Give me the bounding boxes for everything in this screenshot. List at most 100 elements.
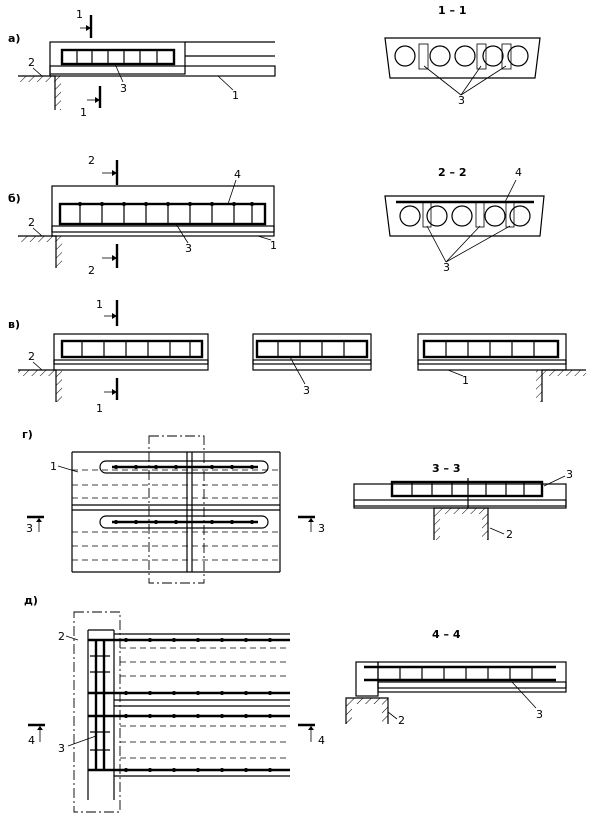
rebar-dot: [124, 768, 128, 772]
rebar-dot: [244, 638, 248, 642]
wall-hatch-v4: [536, 370, 542, 402]
cut-1-bottom-label: 1: [80, 106, 87, 119]
slab-3-3: [353, 499, 567, 509]
rebar-dot: [172, 714, 176, 718]
rebar-dot: [220, 714, 224, 718]
leader: [114, 63, 124, 83]
panel-d-letter: д): [24, 594, 38, 607]
rebar-dot: [144, 202, 148, 206]
bar-dots-g: [114, 465, 254, 524]
leader: [227, 179, 237, 205]
rebar-cage-v-mid: [255, 339, 369, 359]
rebar-dot: [210, 202, 214, 206]
panel-g: г): [22, 428, 325, 584]
topping-3-3: [353, 483, 567, 507]
wall-hatch-3-3c: [482, 514, 488, 540]
wall-hatch-3-3b: [434, 514, 440, 540]
rebar-dot: [188, 202, 192, 206]
panel-v-letter: в): [8, 318, 20, 331]
rebar-dot: [122, 202, 126, 206]
label-slab-b: 1: [270, 239, 277, 252]
void: [507, 45, 529, 67]
rebar-dot: [220, 638, 224, 642]
cut-1v-bottom-label: 1: [96, 402, 103, 415]
section-4-4: 4 – 4 2 3: [345, 628, 567, 727]
leader: [460, 65, 482, 96]
topping-v-mid: [252, 333, 372, 365]
leader: [460, 65, 507, 96]
void: [509, 205, 531, 227]
label-slab-v: 1: [462, 374, 469, 387]
rebar-dot: [268, 691, 272, 695]
wall-hatch-b2: [56, 236, 62, 268]
hollow-slab-1-1: [384, 37, 541, 79]
rebar-dot: [230, 465, 234, 469]
label-wall-v: 2: [28, 350, 35, 363]
rebar-dot: [174, 520, 178, 524]
rebar-dot: [154, 520, 158, 524]
rebar-dot: [154, 465, 158, 469]
rebar-cage-v-left: [60, 339, 204, 359]
rebar-dot: [244, 768, 248, 772]
topping-a: [49, 41, 186, 75]
loop-bar-top: [99, 460, 269, 474]
leader: [489, 527, 505, 535]
rebar-dot: [124, 691, 128, 695]
wall-hatch-b: [18, 236, 56, 242]
leader: [445, 225, 511, 263]
slab-v-left: [53, 359, 209, 371]
rebar-dot: [100, 202, 104, 206]
rebar-dot: [172, 638, 176, 642]
topping-v-left: [53, 333, 209, 365]
rebar-dot: [250, 520, 254, 524]
leader: [289, 356, 306, 385]
panel-v: в) 1 2 1 3: [8, 298, 586, 415]
panel-a-letter: а): [8, 32, 20, 45]
rebar-dot: [268, 714, 272, 718]
leader: [423, 65, 462, 96]
grout-channel: [476, 43, 487, 70]
rebar-dot: [196, 691, 200, 695]
label-top-b: 4: [234, 168, 241, 181]
section-2-2-title: 2 – 2: [438, 166, 466, 179]
rebar-dot: [232, 202, 236, 206]
cut-2-top-arrowhead: [112, 170, 117, 176]
cut-3-right-label: 3: [318, 522, 325, 535]
void: [451, 205, 473, 227]
void: [482, 45, 504, 67]
leader: [32, 227, 43, 237]
section-3-3-title: 3 – 3: [432, 462, 460, 475]
slab-v-mid: [252, 359, 372, 371]
leader: [445, 225, 481, 263]
rebar-dot: [148, 768, 152, 772]
rebar-dot: [148, 714, 152, 718]
wall-hatch-3-3: [434, 508, 488, 514]
rebar-dot: [268, 768, 272, 772]
hollow-slab-2-2: [384, 195, 545, 237]
leader: [65, 635, 79, 641]
rebar-dot: [250, 465, 254, 469]
cut-1-bottom-arrowhead: [95, 97, 100, 103]
loop-bar-bottom: [99, 515, 269, 529]
cut-4-right-arrowhead: [308, 726, 314, 730]
section-3-3-label-wall: 2: [506, 528, 513, 541]
cut-1v-top-label: 1: [96, 298, 103, 311]
cut-3-right-arrowhead: [308, 518, 314, 522]
wall-hatch-a: [18, 76, 55, 82]
bar-dots-d: [124, 638, 272, 772]
grout-channel: [418, 43, 429, 70]
rebar-dot: [268, 638, 272, 642]
plan-wall-outline: [148, 435, 205, 584]
rebar-dot: [250, 202, 254, 206]
section-4-4-label-bar: 3: [536, 708, 543, 721]
rebar-cage-3-3: [390, 480, 544, 498]
leader: [57, 465, 79, 473]
section-2-2: 2 – 2 4 3: [384, 166, 545, 274]
section-2-2-label-top: 4: [515, 166, 522, 179]
rebar-cage-a: [60, 48, 176, 66]
wall-hatch-4-4c: [382, 704, 388, 724]
cut-3-left-label: 3: [26, 522, 33, 535]
grout-channel: [475, 201, 485, 228]
slab-4-4: [377, 681, 567, 693]
leader: [447, 369, 464, 377]
